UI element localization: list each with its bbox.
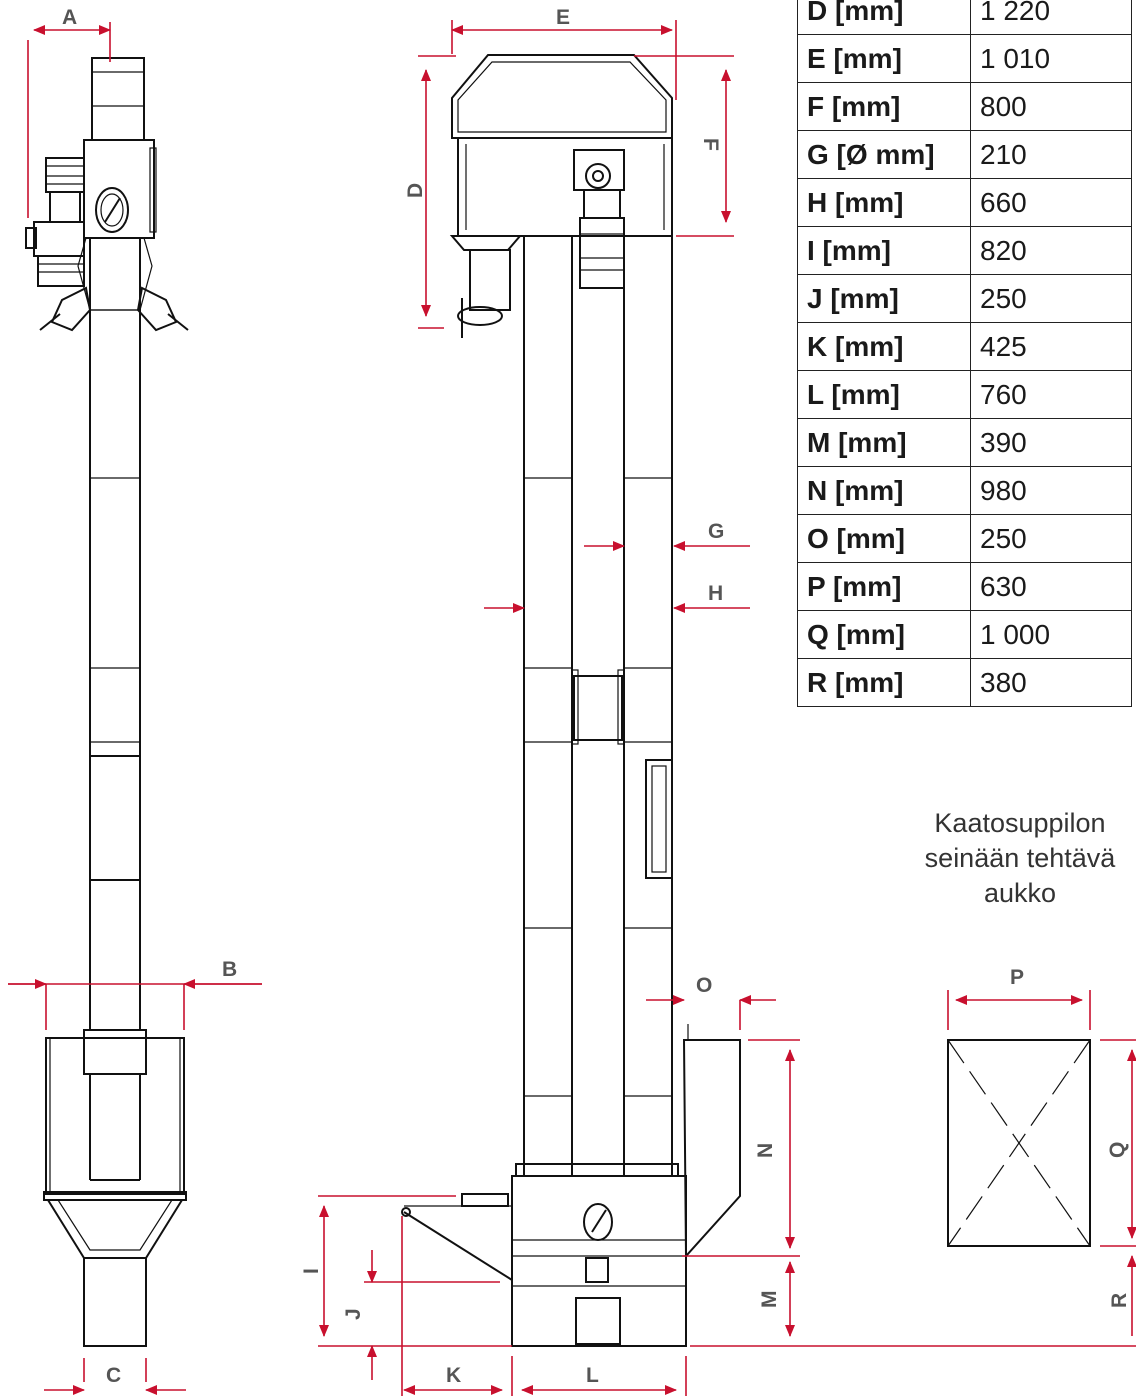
front-view (318, 20, 1136, 1396)
spec-row: I [mm]820 (797, 226, 1132, 275)
label-i: I (300, 1268, 323, 1274)
spec-key: G [Ø mm] (797, 130, 971, 179)
spec-key: P [mm] (797, 562, 971, 611)
opening-sketch (947, 990, 1136, 1336)
label-p: P (1010, 966, 1024, 989)
spec-key: D [mm] (797, 0, 971, 35)
spec-row: P [mm]630 (797, 562, 1132, 611)
spec-row: L [mm]760 (797, 370, 1132, 419)
note-line-2: seinään tehtävä (924, 843, 1116, 873)
spec-value: 250 (970, 514, 1132, 563)
spec-value: 390 (970, 418, 1132, 467)
label-b: B (222, 958, 237, 981)
label-r: R (1108, 1293, 1131, 1308)
spec-key: E [mm] (797, 34, 971, 83)
spec-key: Q [mm] (797, 610, 971, 659)
gear-motor-icon (573, 149, 625, 289)
spec-row: G [Ø mm]210 (797, 130, 1132, 179)
note-line-3: aukko (983, 878, 1057, 908)
label-q: Q (1106, 1142, 1129, 1158)
spec-key: J [mm] (797, 274, 971, 323)
label-k: K (446, 1364, 461, 1387)
spec-key: L [mm] (797, 370, 971, 419)
spec-row: M [mm]390 (797, 418, 1132, 467)
motor-icon (25, 157, 85, 287)
spec-value: 980 (970, 466, 1132, 515)
spec-row: R [mm]380 (797, 658, 1132, 707)
spec-key: N [mm] (797, 466, 971, 515)
label-e: E (556, 6, 570, 29)
spec-key: R [mm] (797, 658, 971, 707)
spec-value: 800 (970, 82, 1132, 131)
spec-row: E [mm]1 010 (797, 34, 1132, 83)
boot-inspection-port-icon (583, 1203, 613, 1241)
spec-row: D [mm]1 220 (797, 0, 1132, 35)
spec-row: H [mm]660 (797, 178, 1132, 227)
spec-row: O [mm]250 (797, 514, 1132, 563)
spec-value: 1 010 (970, 34, 1132, 83)
spec-value: 250 (970, 274, 1132, 323)
spec-key: K [mm] (797, 322, 971, 371)
spec-key: I [mm] (797, 226, 971, 275)
spec-key: O [mm] (797, 514, 971, 563)
spec-row: N [mm]980 (797, 466, 1132, 515)
label-d: D (404, 183, 427, 198)
spec-row: F [mm]800 (797, 82, 1132, 131)
spec-row: J [mm]250 (797, 274, 1132, 323)
label-n: N (754, 1143, 777, 1158)
spec-key: M [mm] (797, 418, 971, 467)
label-j: J (342, 1308, 365, 1320)
hopper-opening-note: Kaatosuppilon seinään tehtävä aukko (880, 806, 1136, 911)
inspection-port-icon (95, 187, 129, 233)
label-h: H (708, 582, 723, 605)
spec-key: H [mm] (797, 178, 971, 227)
label-g: G (708, 520, 724, 543)
side-view (8, 22, 262, 1395)
spec-value: 380 (970, 658, 1132, 707)
spec-value: 630 (970, 562, 1132, 611)
spec-value: 760 (970, 370, 1132, 419)
label-l: L (586, 1364, 599, 1387)
note-line-1: Kaatosuppilon (934, 808, 1106, 838)
label-o: O (696, 974, 712, 997)
label-c: C (106, 1364, 121, 1387)
label-a: A (62, 6, 77, 29)
spec-row: K [mm]425 (797, 322, 1132, 371)
spec-row: Q [mm]1 000 (797, 610, 1132, 659)
spec-value: 1 000 (970, 610, 1132, 659)
spec-value: 210 (970, 130, 1132, 179)
spec-key: F [mm] (797, 82, 971, 131)
spec-value: 820 (970, 226, 1132, 275)
dimension-labels: A B C D E F G H I J K L M N O P Q R (62, 6, 1131, 1387)
label-f: F (699, 138, 722, 151)
spec-value: 1 220 (970, 0, 1132, 35)
spec-value: 425 (970, 322, 1132, 371)
label-m: M (758, 1291, 781, 1309)
spec-value: 660 (970, 178, 1132, 227)
